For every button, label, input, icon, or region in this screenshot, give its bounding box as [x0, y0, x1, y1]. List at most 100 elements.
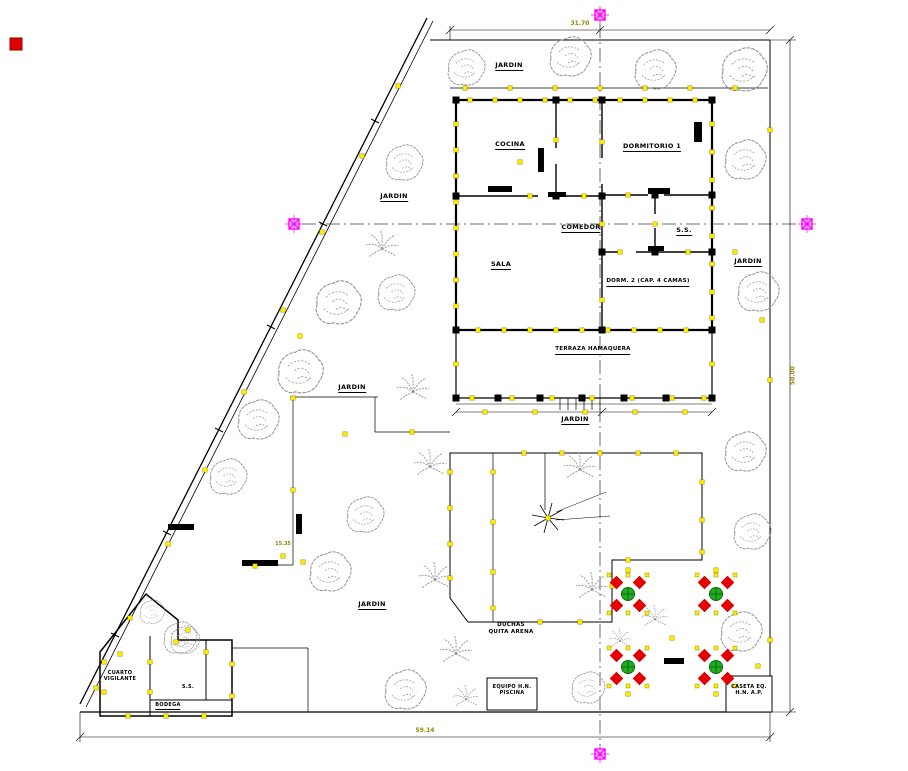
point-marker-icon: [699, 479, 705, 485]
point-marker-icon: [125, 713, 131, 719]
benchmark-icon: [797, 214, 817, 234]
point-marker-icon: [699, 549, 705, 555]
red-marker-icon: [9, 37, 23, 51]
point-marker-icon: [447, 575, 453, 581]
point-marker-icon: [147, 689, 153, 695]
point-marker-icon: [709, 177, 715, 183]
point-marker-icon: [297, 333, 303, 339]
red-markers-layer: [9, 37, 23, 51]
guard-building: [99, 592, 309, 717]
point-marker-icon: [517, 159, 523, 165]
tree-icon: [377, 274, 416, 311]
fern-icon: [365, 229, 399, 258]
point-marker-icon: [709, 233, 715, 239]
fern-icon: [575, 570, 609, 599]
point-marker-icon: [642, 97, 648, 103]
point-marker-icon: [625, 691, 631, 697]
point-marker-icon: [475, 327, 481, 333]
point-marker-icon: [453, 199, 459, 205]
tree-icon: [720, 611, 763, 652]
point-marker-icon: [469, 395, 475, 401]
point-marker-icon: [755, 663, 761, 669]
tree-icon: [315, 280, 362, 325]
point-marker-icon: [280, 553, 286, 559]
point-marker-icon: [101, 689, 107, 695]
point-marker-icon: [395, 83, 401, 89]
fern-icon: [413, 447, 447, 476]
point-marker-icon: [201, 713, 207, 719]
point-marker-icon: [453, 277, 459, 283]
tree-icon: [237, 399, 280, 440]
point-marker-icon: [732, 249, 738, 255]
point-marker-icon: [631, 327, 637, 333]
tree-icon: [385, 144, 424, 181]
point-marker-icon: [709, 261, 715, 267]
point-markers-layer: [93, 83, 773, 719]
label-comedor: COMEDOR: [561, 223, 601, 234]
label-terraza: TERRAZA HAMAQUERA: [555, 346, 631, 355]
point-marker-icon: [527, 193, 533, 199]
point-marker-icon: [642, 85, 648, 91]
point-marker-icon: [701, 395, 707, 401]
point-marker-icon: [202, 467, 208, 473]
tree-icon: [724, 139, 767, 180]
tree-icon: [571, 671, 606, 704]
point-marker-icon: [252, 563, 258, 569]
label-jardin-center: JARDIN: [561, 415, 589, 426]
point-marker-icon: [657, 327, 663, 333]
point-marker-icon: [709, 315, 715, 321]
fern-icon: [418, 560, 452, 589]
point-marker-icon: [713, 691, 719, 697]
point-marker-icon: [453, 121, 459, 127]
point-marker-icon: [532, 409, 538, 415]
caseta-box: [725, 675, 773, 713]
point-marker-icon: [699, 517, 705, 523]
point-marker-icon: [599, 139, 605, 145]
tree-icon: [721, 47, 768, 92]
point-marker-icon: [117, 651, 123, 657]
point-marker-icon: [589, 395, 595, 401]
tables-layer: [606, 572, 738, 689]
point-marker-icon: [709, 289, 715, 295]
benchmark-icon: [284, 214, 304, 234]
point-marker-icon: [549, 395, 555, 401]
point-marker-icon: [453, 173, 459, 179]
label-dormitorio1: DORMITORIO 1: [622, 142, 682, 153]
furniture-bars: [168, 122, 702, 664]
terrace: [452, 330, 716, 410]
label-equipo-piscina: EQUIPO H.N. PISCINA: [492, 684, 532, 697]
point-marker-icon: [101, 659, 107, 665]
point-marker-icon: [579, 327, 585, 333]
label-jardin-right: JARDIN: [734, 257, 762, 268]
point-marker-icon: [625, 567, 631, 573]
point-marker-icon: [517, 97, 523, 103]
point-marker-icon: [767, 637, 773, 643]
point-marker-icon: [507, 85, 513, 91]
fern-icon: [608, 627, 632, 648]
label-dorm2: DORM. 2 (CAP. 4 CAMAS): [606, 278, 690, 287]
fern-icon: [396, 372, 430, 401]
point-marker-icon: [581, 193, 587, 199]
point-marker-icon: [482, 409, 488, 415]
point-marker-icon: [683, 327, 689, 333]
label-caseta: CASETA EQ. H.N. A.P.: [731, 684, 767, 697]
point-marker-icon: [597, 450, 603, 456]
point-marker-icon: [501, 327, 507, 333]
label-jardin-lower: JARDIN: [358, 600, 386, 611]
point-marker-icon: [629, 395, 635, 401]
main-building: [452, 96, 716, 334]
point-marker-icon: [359, 153, 365, 159]
point-marker-icon: [767, 127, 773, 133]
annotation-boxes: [486, 675, 773, 713]
dimension-top: 31.70: [570, 20, 590, 27]
point-marker-icon: [185, 627, 191, 633]
point-marker-icon: [229, 661, 235, 667]
point-marker-icon: [447, 469, 453, 475]
point-marker-icon: [447, 541, 453, 547]
point-marker-icon: [709, 121, 715, 127]
point-marker-icon: [492, 97, 498, 103]
point-marker-icon: [165, 541, 171, 547]
point-marker-icon: [467, 97, 473, 103]
point-marker-icon: [709, 205, 715, 211]
